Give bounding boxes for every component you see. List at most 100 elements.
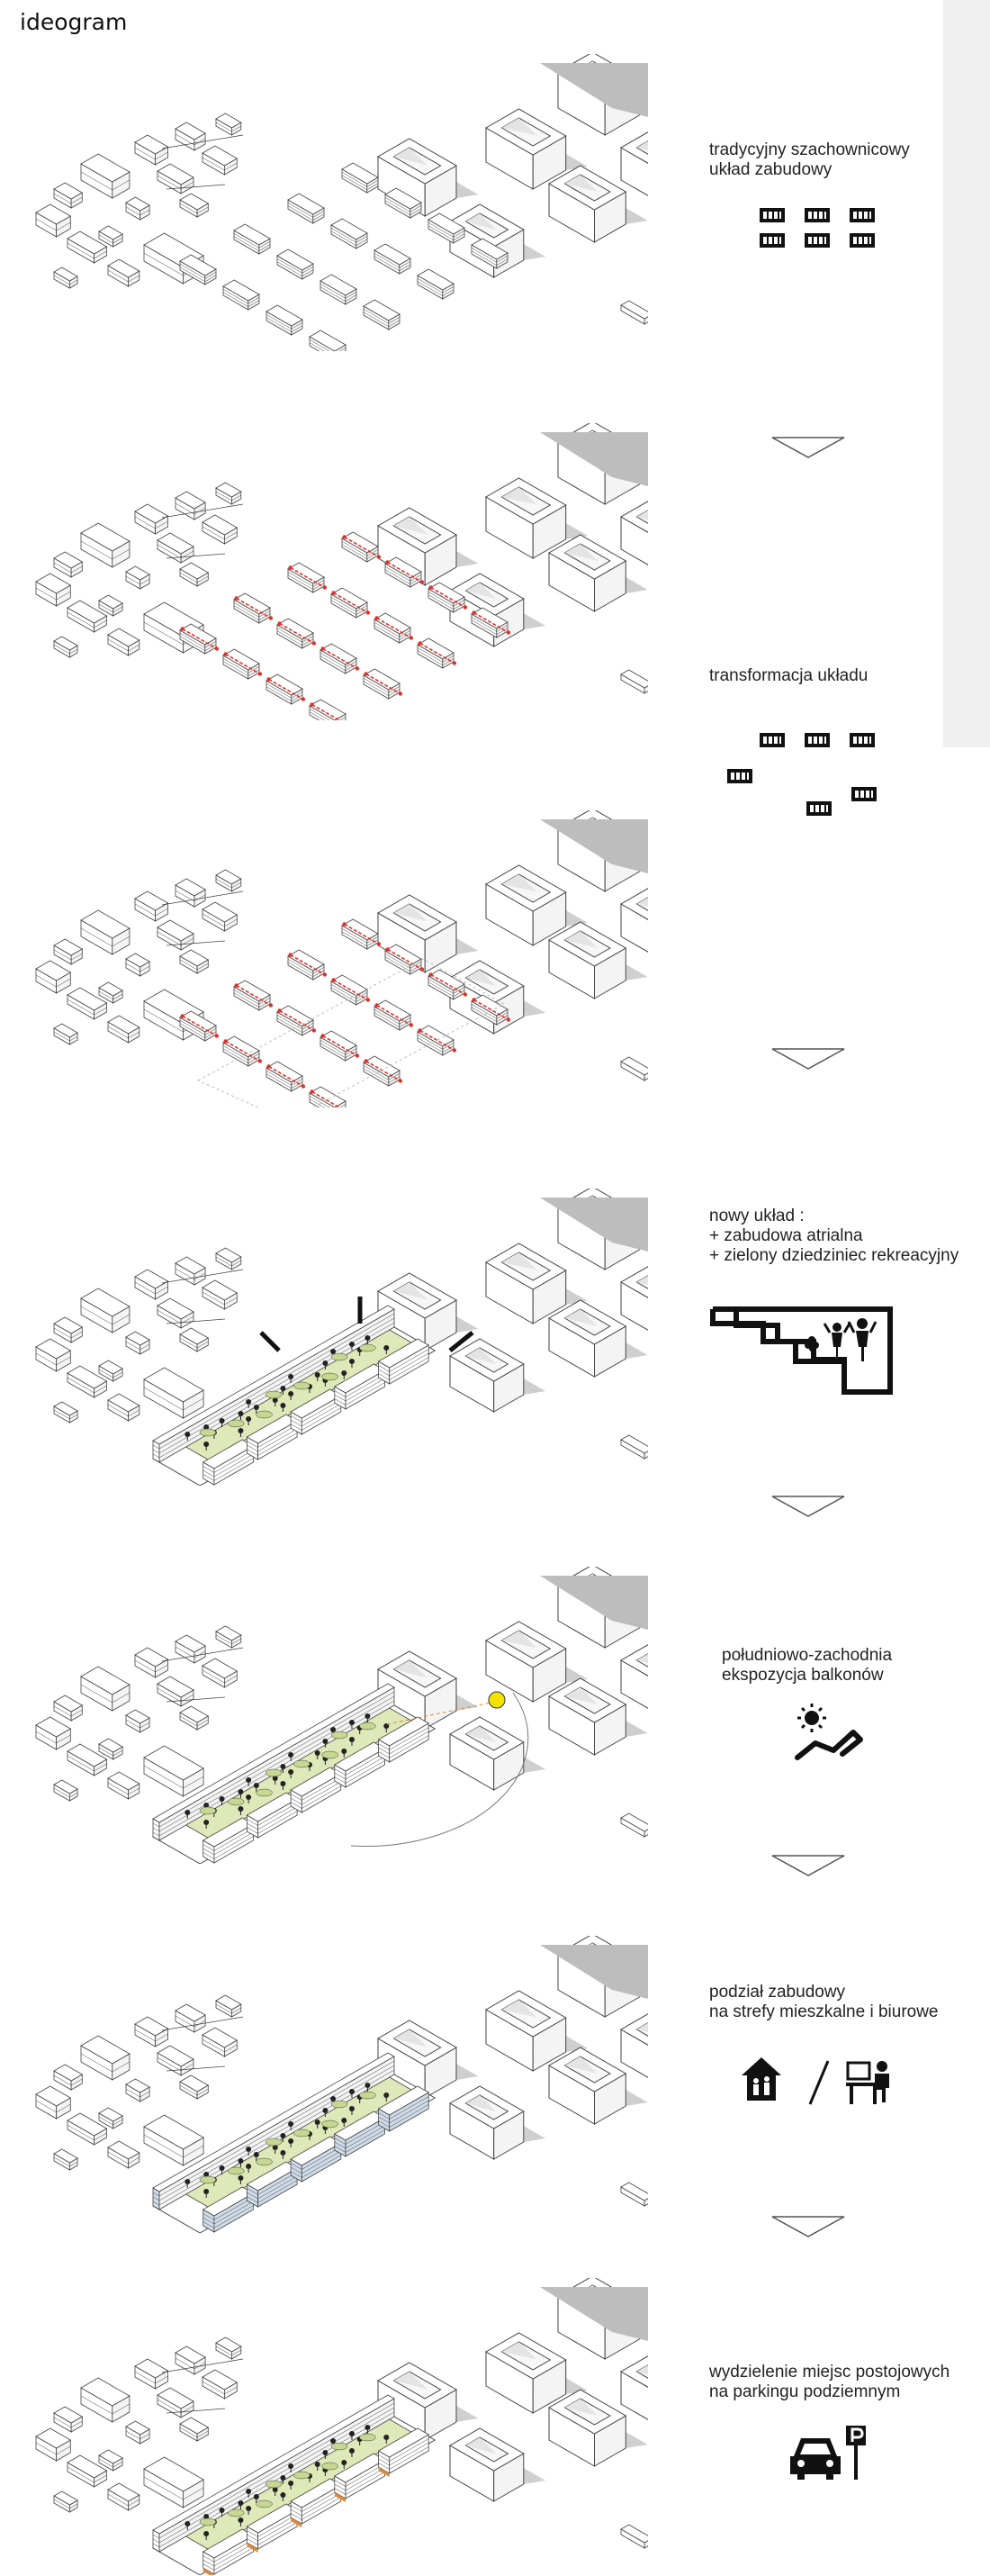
slash-divider (808, 2060, 830, 2105)
building-roof (157, 2387, 194, 2409)
building-roof (428, 212, 465, 235)
floor-line (247, 2172, 298, 2195)
courtyard-shadow (564, 2056, 598, 2074)
floor-line (233, 990, 271, 1005)
floor-line (290, 2155, 341, 2178)
building-roof (125, 1709, 150, 1724)
floor-line (53, 2417, 83, 2428)
red-marker (472, 998, 476, 1002)
tree-icon (364, 1713, 371, 1719)
floor-line (53, 193, 83, 204)
floor-line (53, 1409, 78, 1420)
floor-line (384, 200, 422, 215)
red-marker (355, 666, 360, 671)
red-marker (234, 983, 238, 988)
building-roof (179, 623, 217, 646)
building-roof (471, 238, 508, 260)
floor-line (179, 267, 217, 282)
floor-line (53, 1327, 83, 1339)
building-roof (67, 600, 108, 624)
floor-line (247, 2522, 298, 2545)
sun-icon (797, 1704, 826, 1732)
lawn-patch (227, 2508, 245, 2517)
floor-line (98, 2458, 123, 2468)
red-dimension-line (387, 948, 423, 971)
building-roof (179, 949, 210, 967)
step-5-text: południowo-zachodnia ekspozycja balkonów (722, 1646, 990, 1686)
tree-icon (272, 1776, 278, 1781)
floor-line (152, 1317, 395, 1454)
road-line (166, 1318, 226, 1324)
tree-icon (383, 2435, 390, 2440)
building-roof (157, 1676, 194, 1698)
courtyard-shadow (393, 1660, 428, 1678)
tree-icon (246, 2489, 252, 2494)
floor-line (202, 2197, 254, 2220)
step-1-line-2: układ zabudowy (709, 160, 832, 179)
drawing-group (35, 423, 648, 720)
red-marker (301, 1084, 306, 1089)
floor-line (134, 2371, 168, 2384)
floor-line (320, 1040, 357, 1055)
floor-line (53, 1787, 78, 1798)
floor-line (384, 566, 422, 582)
tree-icon (280, 2492, 286, 2498)
floor-line (53, 2499, 78, 2509)
red-marker (428, 972, 433, 977)
lawn-patch (321, 2462, 338, 2471)
lawn-patch (321, 1372, 338, 1381)
lawn-patch (330, 1352, 348, 1361)
road-line (161, 503, 244, 519)
tree-icon (253, 2152, 259, 2157)
building-roof (619, 501, 648, 533)
lawn-patch (359, 2091, 376, 2100)
red-dimension-line (473, 611, 509, 634)
floor-line (290, 2497, 341, 2520)
floor-line (334, 1756, 385, 1780)
red-marker (223, 652, 228, 656)
tree-icon (383, 1345, 390, 1351)
floor-line (152, 2402, 395, 2539)
lawn-patch (293, 2129, 310, 2138)
building-roof (620, 1434, 648, 1454)
tree-icon (341, 2118, 347, 2123)
building-roof (80, 909, 130, 939)
floor-line (384, 954, 422, 969)
lawn-patch (330, 2442, 348, 2451)
building-roof (384, 187, 422, 210)
floor-line (330, 228, 368, 243)
lawn-patch (199, 2175, 217, 2184)
floor-line (290, 1407, 341, 1431)
tree-icon (203, 1424, 210, 1430)
building-roof (157, 532, 194, 555)
red-dimension-line (365, 673, 401, 695)
step-7-line-1: wydzielenie miejsc postojowych (709, 2363, 950, 2382)
building-roof (125, 565, 150, 581)
floor-line (202, 1458, 254, 1481)
building-roof (134, 1647, 169, 1668)
tree-icon (288, 1374, 294, 1379)
floor-line (125, 1341, 150, 1351)
floor-line (179, 1337, 209, 1349)
red-dimension-line (376, 1004, 412, 1026)
road-line (161, 1269, 244, 1284)
road-line (166, 2065, 226, 2072)
red-dimension-line (236, 984, 272, 1007)
building-roof (202, 514, 238, 536)
cast-shadow (540, 432, 648, 486)
courtyard-shadow (564, 544, 598, 561)
building-roof (98, 2107, 123, 2122)
red-marker (214, 1034, 220, 1038)
red-dimension-line (268, 1065, 304, 1088)
floor-line (378, 2446, 429, 2470)
floor-line (202, 2205, 254, 2228)
floor-line (290, 2147, 341, 2170)
building-roof (276, 249, 314, 271)
sun-path-arc (350, 1692, 529, 1847)
floor-line (378, 2438, 429, 2462)
floor-line (125, 963, 150, 972)
building-roof (98, 1360, 123, 1375)
tree-icon (364, 2083, 371, 2088)
floor-line (202, 2038, 238, 2053)
sun-marker-icon (488, 1691, 506, 1709)
